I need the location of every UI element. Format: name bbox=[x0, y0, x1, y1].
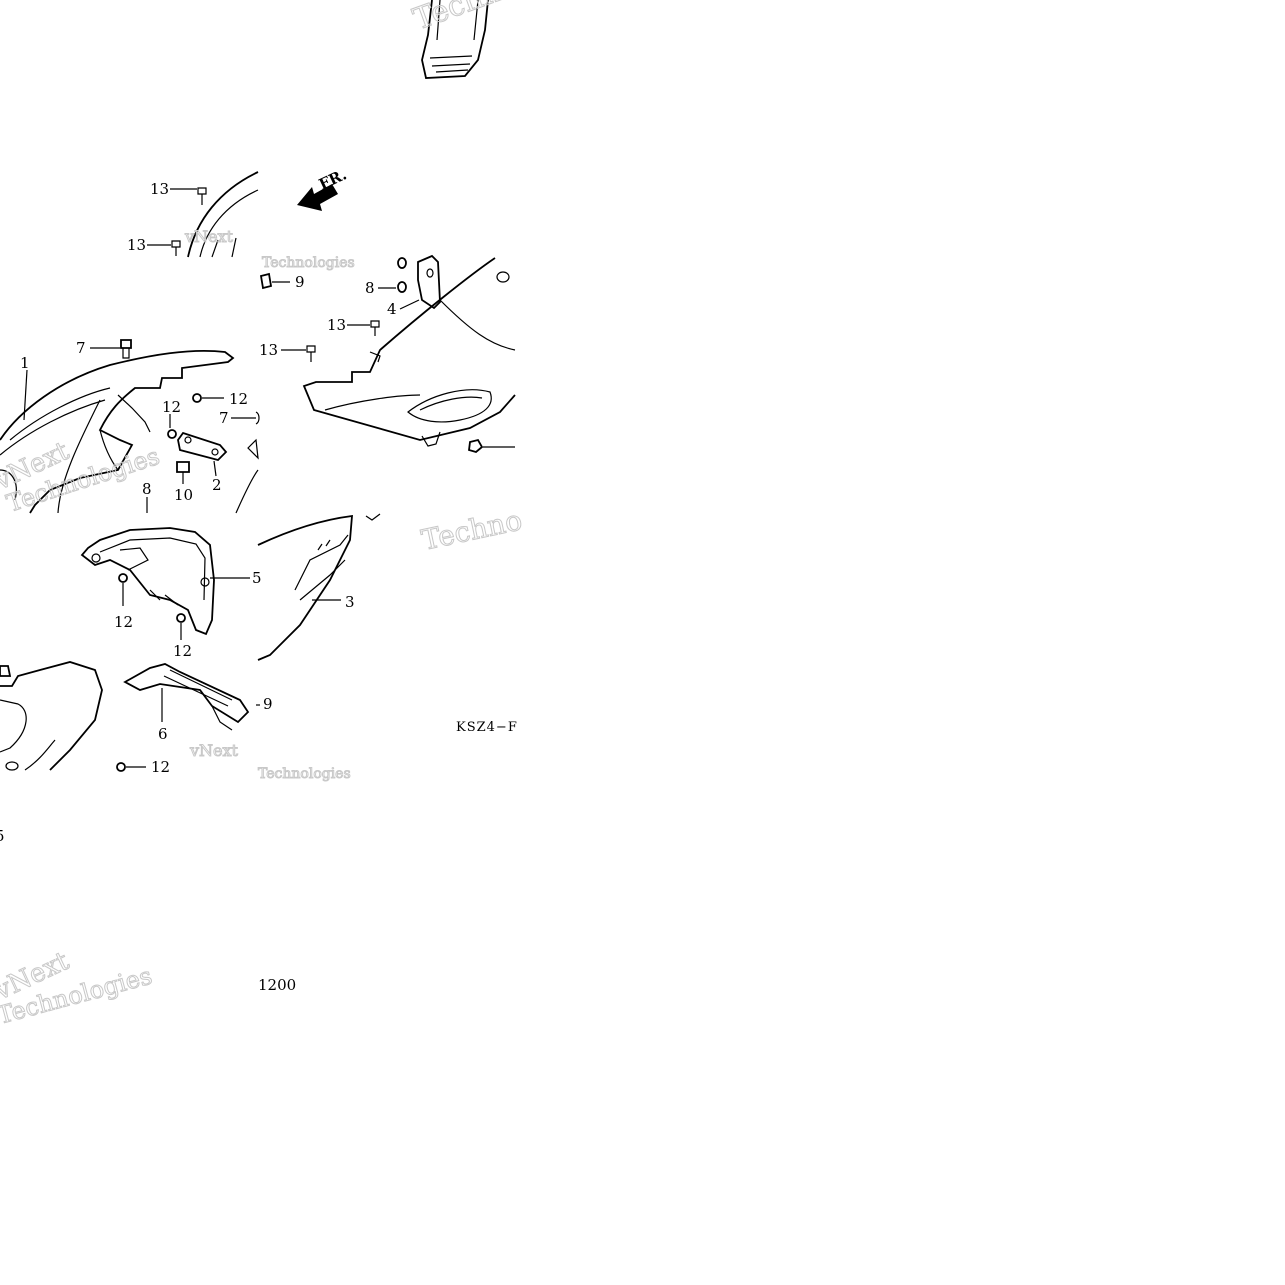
watermark-text: vNext bbox=[184, 227, 234, 246]
grommet-icon bbox=[176, 461, 190, 484]
bolt-icon bbox=[120, 339, 132, 359]
callout-label: 8 bbox=[365, 279, 375, 297]
nut-icon bbox=[468, 438, 484, 453]
top-bracket-fragment bbox=[421, 0, 489, 79]
page-number: 1200 bbox=[258, 976, 296, 994]
bolt-icon bbox=[370, 320, 380, 336]
callout-label: 8 bbox=[142, 480, 152, 498]
plate-part bbox=[177, 431, 228, 462]
front-direction-arrow-icon bbox=[297, 184, 338, 211]
screw-icon bbox=[167, 393, 202, 439]
rear-cover-part bbox=[0, 349, 235, 514]
bolt-icon bbox=[171, 240, 181, 256]
callout-label: 13 bbox=[127, 236, 146, 254]
callout-label: 7 bbox=[76, 339, 86, 357]
callout-label: 7 bbox=[219, 409, 229, 427]
callout-label: 1 bbox=[20, 354, 30, 372]
side-cover-emblem-part bbox=[257, 513, 381, 661]
callout-label: 13 bbox=[150, 180, 169, 198]
watermark-text: Techno bbox=[419, 503, 525, 556]
callout-label: 12 bbox=[151, 758, 170, 776]
callout-label: 9 bbox=[263, 695, 273, 713]
callout-label: 10 bbox=[174, 486, 193, 504]
callout-label: 4 bbox=[387, 300, 397, 318]
watermark-text: Technologies bbox=[262, 255, 355, 271]
bracket-part bbox=[417, 254, 441, 310]
part-code: KSZ4−F bbox=[456, 720, 518, 735]
upper-left-cover-fragment bbox=[187, 171, 259, 258]
callout-label: 6 bbox=[158, 725, 168, 743]
callout-label: 5 bbox=[0, 827, 5, 845]
cover-fragment bbox=[0, 661, 103, 771]
callout-label: 3 bbox=[345, 593, 355, 611]
grab-rail-part bbox=[80, 527, 215, 636]
clip-icon bbox=[259, 272, 273, 290]
side-cover-right bbox=[302, 257, 516, 447]
callout-label: 2 bbox=[212, 476, 222, 494]
callout-label: 9 bbox=[295, 273, 305, 291]
screw-icon bbox=[118, 573, 186, 623]
nut-icon bbox=[397, 257, 407, 293]
callout-label: 12 bbox=[162, 398, 181, 416]
callout-label: 13 bbox=[327, 316, 346, 334]
callout-label: 12 bbox=[114, 613, 133, 631]
bolt-icon bbox=[197, 187, 207, 205]
direction-label: FR. bbox=[316, 165, 349, 193]
bracket-part bbox=[123, 663, 250, 731]
watermark-text: vNext bbox=[189, 741, 239, 760]
callout-label: 12 bbox=[229, 390, 248, 408]
screw-icon bbox=[116, 762, 126, 772]
watermark-text: Technologies bbox=[258, 766, 351, 782]
watermark-text: Techno bbox=[409, 0, 523, 38]
callout-label: 5 bbox=[252, 569, 262, 587]
bolt-icon bbox=[306, 345, 316, 362]
bolt-icon bbox=[0, 665, 12, 677]
callout-label: 13 bbox=[259, 341, 278, 359]
callout-label: 12 bbox=[173, 642, 192, 660]
